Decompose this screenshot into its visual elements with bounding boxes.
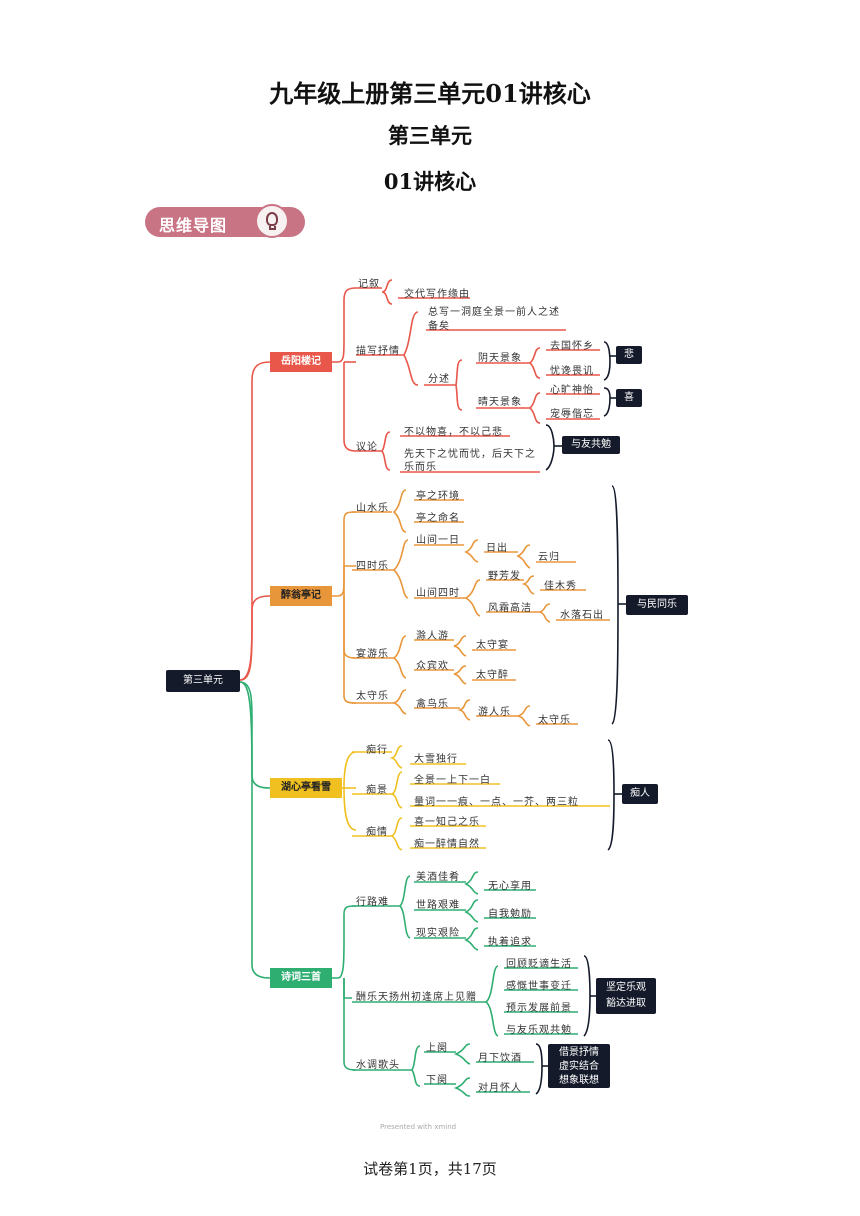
node: 先天下之忧而忧，后天下之 [404,449,536,460]
node: 滁人游 [416,631,449,642]
node: 执着追求 [488,937,532,948]
category-zuiweng: 醉翁亭记 [270,586,332,606]
node: 游人乐 [478,707,511,718]
node: 阴天景象 [478,353,522,364]
unit-heading: 第三单元 [388,123,472,148]
summary-xi: 喜 [616,389,642,407]
node: 对月怀人 [478,1083,522,1094]
category-huxin: 湖心亭看雪 [270,778,342,798]
root-node: 第三单元 [166,670,240,692]
category-shici: 诗词三首 [270,968,332,988]
node: 山间四时 [416,588,460,599]
summary-shuidiao: 借景抒情 虚实结合 想象联想 [548,1044,610,1088]
node: 宠辱偕忘 [550,409,594,420]
category-yueyang: 岳阳楼记 [270,352,332,372]
node: 美酒佳肴 [416,872,460,883]
node: 四时乐 [356,561,389,572]
node: 与友乐观共勉 [506,1025,572,1036]
node: 乐而乐 [404,462,437,473]
mindmap-banner: 思维导图 [145,204,305,238]
node: 下阕 [426,1075,448,1086]
node: 回顾贬谪生活 [506,959,572,970]
xmind-watermark: Presented with xmind [380,1123,457,1131]
node: 酬乐天扬州初逢席上见赠 [356,992,477,1003]
node: 忧谗畏讥 [550,366,594,377]
node: 山水乐 [356,503,389,514]
node: 无心享用 [488,881,532,892]
node: 太守乐 [538,715,571,726]
node: 云归 [538,552,560,563]
node: 自我勉励 [488,909,532,920]
node: 佳木秀 [544,581,577,592]
node: 记叙 [358,279,380,290]
summary-line: 借景抒情 [559,1047,599,1058]
node: 山间一日 [416,535,460,546]
summary-line: 虚实结合 [559,1061,599,1072]
node: 太守乐 [356,691,389,702]
node: 水落石出 [560,610,604,621]
node: 备矣 [428,321,450,332]
node: 痴行 [366,745,388,756]
lesson-heading: 01讲核心 [383,169,477,194]
summary-yueyang: 与友共勉 [562,436,620,454]
node: 亭之环境 [416,491,460,502]
node: 宴游乐 [356,649,389,660]
node: 月下饮酒 [478,1053,522,1064]
page-title: 九年级上册第三单元01讲核心 [269,79,591,108]
node: 世路艰难 [416,900,460,911]
node: 野芳发 [488,571,521,582]
node: 晴天景象 [478,397,522,408]
summary-zuiweng: 与民同乐 [626,595,688,615]
summary-line: 豁达进取 [606,998,646,1009]
node: 日出 [486,543,508,554]
node: 喜一知己之乐 [414,817,480,828]
node: 痴景 [366,785,388,796]
node: 交代写作缘由 [404,289,470,300]
node: 太守宴 [476,640,509,651]
node: 水调歌头 [356,1060,400,1071]
node: 太守醉 [476,670,509,681]
node: 议论 [356,442,378,453]
node: 痴一醉情自然 [414,839,480,850]
node: 全景一上下一白 [414,775,491,786]
node: 总写一洞庭全景一前人之述 [428,307,560,318]
page-footer: 试卷第1页，共17页 [363,1160,497,1178]
summary-bei: 悲 [616,346,642,364]
node: 上阕 [426,1043,448,1054]
summary-line: 想象联想 [559,1075,599,1086]
node: 风霜高洁 [488,603,532,614]
node: 分述 [428,374,450,385]
summary-xinglu-chouyue: 坚定乐观 豁达进取 [596,978,656,1014]
banner-label: 思维导图 [159,216,228,235]
node: 亭之命名 [416,513,460,524]
node: 禽鸟乐 [416,699,449,710]
node: 心旷神怡 [550,385,594,396]
node: 预示发展前景 [506,1003,572,1014]
node: 感慨世事变迁 [506,981,572,992]
summary-huxin: 痴人 [622,784,658,804]
node: 现实艰险 [416,928,460,939]
node: 量词一一痕、一点、一芥、两三粒 [414,797,579,808]
node: 众宾欢 [416,661,449,672]
lightbulb-icon [255,204,289,238]
summary-line: 坚定乐观 [606,982,646,993]
node: 行路难 [356,897,389,908]
node: 去国怀乡 [550,341,594,352]
node: 描写抒情 [356,346,400,357]
node: 大雪独行 [414,754,458,765]
node: 不以物喜，不以己悲 [404,427,503,438]
node: 痴情 [366,827,388,838]
